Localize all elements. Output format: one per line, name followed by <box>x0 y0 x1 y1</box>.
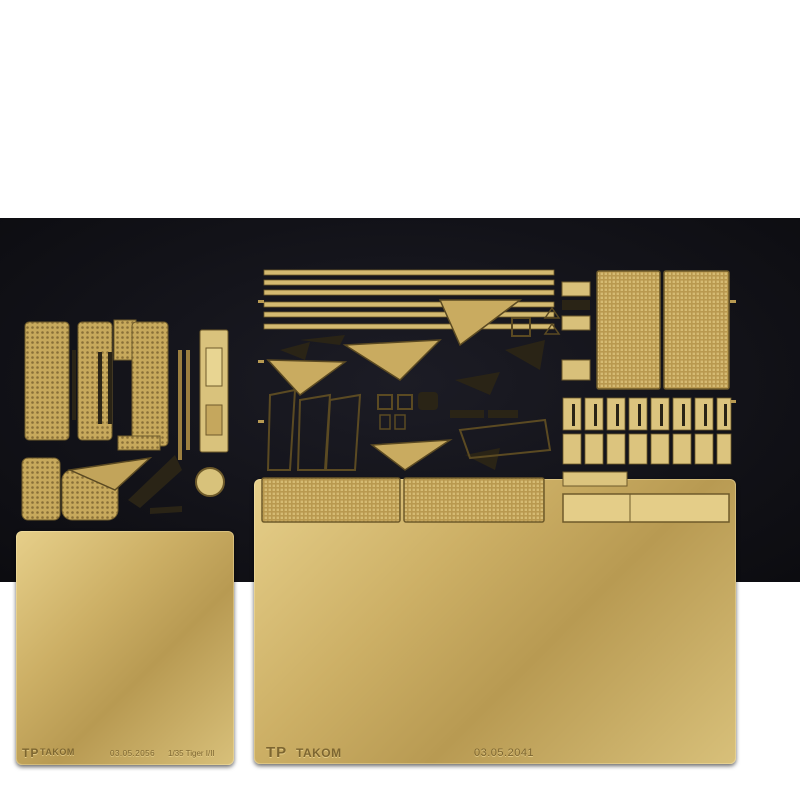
photo-backdrop: TP TAKOM 03.05.2056 1/35 Tiger I/II <box>0 218 800 765</box>
small-fret-code: 03.05.2056 <box>110 749 156 758</box>
small-fret-label: 1/35 Tiger I/II <box>168 749 215 758</box>
small-fret-logo-tp: TP <box>22 746 40 760</box>
large-fret-code: 03.05.2041 <box>474 747 535 759</box>
photo-etch-fret-large <box>254 479 736 764</box>
small-fret-brand: TAKOM <box>40 747 75 757</box>
large-fret-logo-tp: TP <box>266 744 288 761</box>
photo-etch-fret-small <box>16 531 234 765</box>
large-fret-brand: TAKOM <box>296 746 342 760</box>
